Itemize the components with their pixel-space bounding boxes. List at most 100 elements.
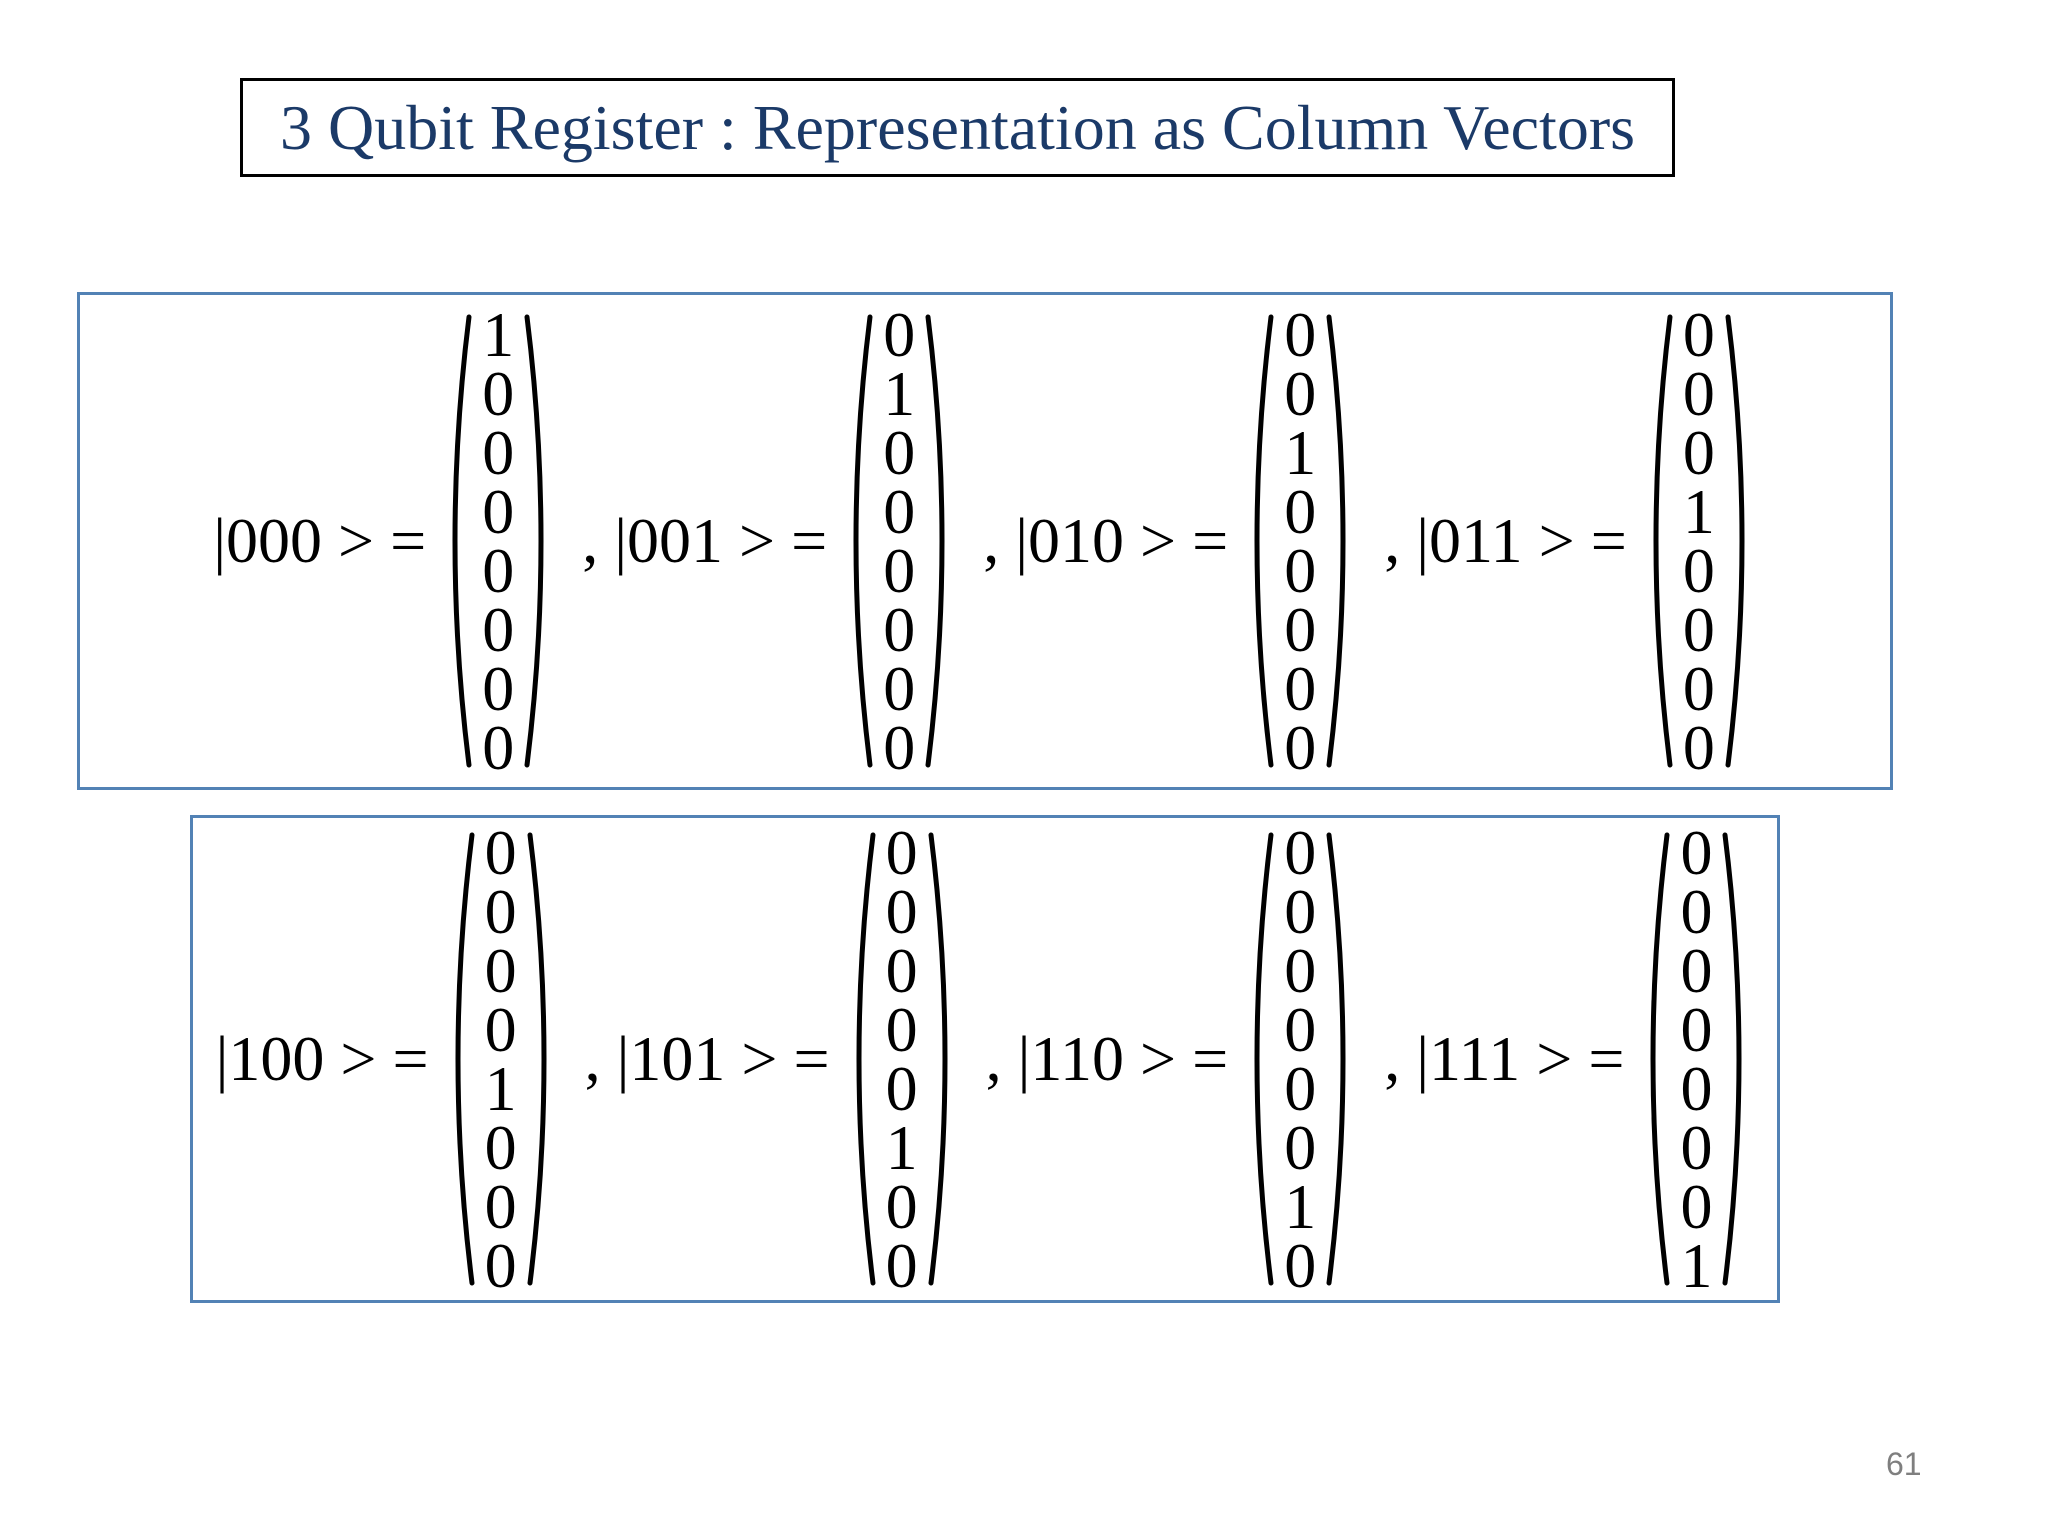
equation-ket-000: |000 > = 1 0 0 0 0 0 0 0 bbox=[213, 299, 556, 783]
vector-entry: 0 bbox=[1284, 476, 1317, 547]
equation-ket-111: , |111 > = 0 0 0 0 0 0 0 1 bbox=[1384, 817, 1754, 1301]
equation-ket-101: , |101 > = 0 0 0 0 0 1 0 0 bbox=[584, 817, 960, 1301]
ket-label: , |111 > = bbox=[1384, 1023, 1625, 1094]
vector-entry: 0 bbox=[482, 358, 515, 429]
vector-entry: 1 bbox=[482, 299, 515, 370]
vector-entries: 0 0 0 0 0 0 0 1 bbox=[1672, 817, 1720, 1301]
ket-label: , |101 > = bbox=[584, 1023, 830, 1094]
right-paren-icon bbox=[1725, 314, 1745, 768]
vector-entry: 0 bbox=[1682, 358, 1715, 429]
vector-entry: 0 bbox=[1284, 653, 1317, 724]
vector-entry: 0 bbox=[1284, 299, 1317, 370]
page-number: 61 bbox=[1886, 1446, 1922, 1482]
vector-entry: 0 bbox=[885, 935, 918, 1006]
vector-entry: 0 bbox=[1284, 817, 1317, 888]
vector-entry: 0 bbox=[885, 994, 918, 1065]
vector-entries: 0 0 0 0 1 0 0 0 bbox=[477, 817, 525, 1301]
right-paren-icon bbox=[1326, 832, 1346, 1286]
vector-entries: 0 0 0 0 0 1 0 0 bbox=[878, 817, 926, 1301]
right-paren-icon bbox=[925, 314, 945, 768]
vector-entry: 1 bbox=[883, 358, 916, 429]
vector-entry: 0 bbox=[883, 299, 916, 370]
ket-label: , |110 > = bbox=[985, 1023, 1229, 1094]
vector-entries: 0 0 0 1 0 0 0 0 bbox=[1675, 299, 1723, 783]
vector-entry: 0 bbox=[885, 1053, 918, 1124]
column-vector: 0 0 0 0 0 0 1 0 bbox=[1242, 817, 1358, 1301]
vector-entry: 0 bbox=[1682, 653, 1715, 724]
vector-entry: 0 bbox=[883, 594, 916, 665]
vector-entry: 0 bbox=[482, 594, 515, 665]
vector-entry: 0 bbox=[482, 535, 515, 606]
vector-entry: 0 bbox=[885, 817, 918, 888]
vector-entry: 0 bbox=[1284, 594, 1317, 665]
vector-entry: 0 bbox=[484, 935, 517, 1006]
vector-entry: 0 bbox=[482, 653, 515, 724]
column-vector: 0 0 0 0 1 0 0 0 bbox=[443, 817, 559, 1301]
left-paren-icon bbox=[1254, 832, 1274, 1286]
vector-entries: 0 1 0 0 0 0 0 0 bbox=[875, 299, 923, 783]
vector-entry: 1 bbox=[1680, 1230, 1713, 1301]
vector-entry: 0 bbox=[1284, 1230, 1317, 1301]
vector-entry: 0 bbox=[484, 1230, 517, 1301]
column-vector: 1 0 0 0 0 0 0 0 bbox=[440, 299, 556, 783]
vector-entry: 0 bbox=[1682, 594, 1715, 665]
right-paren-icon bbox=[524, 314, 544, 768]
vector-entry: 0 bbox=[885, 1230, 918, 1301]
vector-entry: 0 bbox=[1680, 817, 1713, 888]
right-paren-icon bbox=[527, 832, 547, 1286]
left-paren-icon bbox=[452, 314, 472, 768]
equation-ket-011: , |011 > = 0 0 0 1 0 0 0 0 bbox=[1384, 299, 1757, 783]
vector-entry: 0 bbox=[1680, 994, 1713, 1065]
equation-ket-001: , |001 > = 0 1 0 0 0 0 0 0 bbox=[582, 299, 957, 783]
vector-entry: 0 bbox=[1682, 535, 1715, 606]
vector-entry: 0 bbox=[883, 712, 916, 783]
column-vector: 0 1 0 0 0 0 0 0 bbox=[841, 299, 957, 783]
page-title: 3 Qubit Register : Representation as Col… bbox=[279, 91, 1636, 163]
vector-entry: 0 bbox=[1682, 712, 1715, 783]
ket-label: |100 > = bbox=[215, 1023, 429, 1094]
vector-entry: 0 bbox=[1680, 1171, 1713, 1242]
vector-entry: 0 bbox=[1682, 417, 1715, 488]
vector-entry: 0 bbox=[482, 712, 515, 783]
vector-entry: 0 bbox=[885, 1171, 918, 1242]
vector-entry: 0 bbox=[1682, 299, 1715, 370]
vector-entry: 0 bbox=[482, 476, 515, 547]
vector-entry: 1 bbox=[484, 1053, 517, 1124]
vector-entry: 0 bbox=[1680, 1112, 1713, 1183]
equation-ket-110: , |110 > = 0 0 0 0 0 0 1 0 bbox=[985, 817, 1359, 1301]
vector-entry: 1 bbox=[885, 1112, 918, 1183]
vector-entry: 0 bbox=[484, 817, 517, 888]
title-box: 3 Qubit Register : Representation as Col… bbox=[240, 78, 1675, 177]
left-paren-icon bbox=[455, 832, 475, 1286]
equation-ket-100: |100 > = 0 0 0 0 1 0 0 0 bbox=[215, 817, 559, 1301]
vector-entry: 0 bbox=[1284, 358, 1317, 429]
vector-entry: 0 bbox=[883, 653, 916, 724]
vector-entry: 0 bbox=[484, 876, 517, 947]
vector-entry: 0 bbox=[1680, 876, 1713, 947]
ket-label: , |011 > = bbox=[1384, 505, 1627, 576]
column-vector: 0 0 0 0 0 0 0 1 bbox=[1638, 817, 1754, 1301]
equation-ket-010: , |010 > = 0 0 1 0 0 0 0 0 bbox=[983, 299, 1358, 783]
vector-entry: 0 bbox=[1284, 1112, 1317, 1183]
basis-states-box-1xx: |100 > = 0 0 0 0 1 0 0 0 , |101 > = bbox=[190, 815, 1780, 1303]
vector-entry: 0 bbox=[1284, 712, 1317, 783]
column-vector: 0 0 1 0 0 0 0 0 bbox=[1242, 299, 1358, 783]
vector-entry: 0 bbox=[484, 1112, 517, 1183]
vector-entry: 0 bbox=[883, 535, 916, 606]
basis-states-box-0xx: |000 > = 1 0 0 0 0 0 0 0 , |001 > = bbox=[77, 292, 1893, 790]
vector-entry: 0 bbox=[1284, 535, 1317, 606]
vector-entry: 0 bbox=[1284, 876, 1317, 947]
vector-entry: 1 bbox=[1682, 476, 1715, 547]
vector-entry: 0 bbox=[1680, 935, 1713, 1006]
vector-entry: 0 bbox=[1284, 994, 1317, 1065]
right-paren-icon bbox=[1326, 314, 1346, 768]
column-vector: 0 0 0 1 0 0 0 0 bbox=[1641, 299, 1757, 783]
vector-entry: 0 bbox=[1284, 1053, 1317, 1124]
left-paren-icon bbox=[1254, 314, 1274, 768]
right-paren-icon bbox=[928, 832, 948, 1286]
vector-entry: 0 bbox=[883, 417, 916, 488]
left-paren-icon bbox=[853, 314, 873, 768]
vector-entry: 0 bbox=[883, 476, 916, 547]
left-paren-icon bbox=[1650, 832, 1670, 1286]
